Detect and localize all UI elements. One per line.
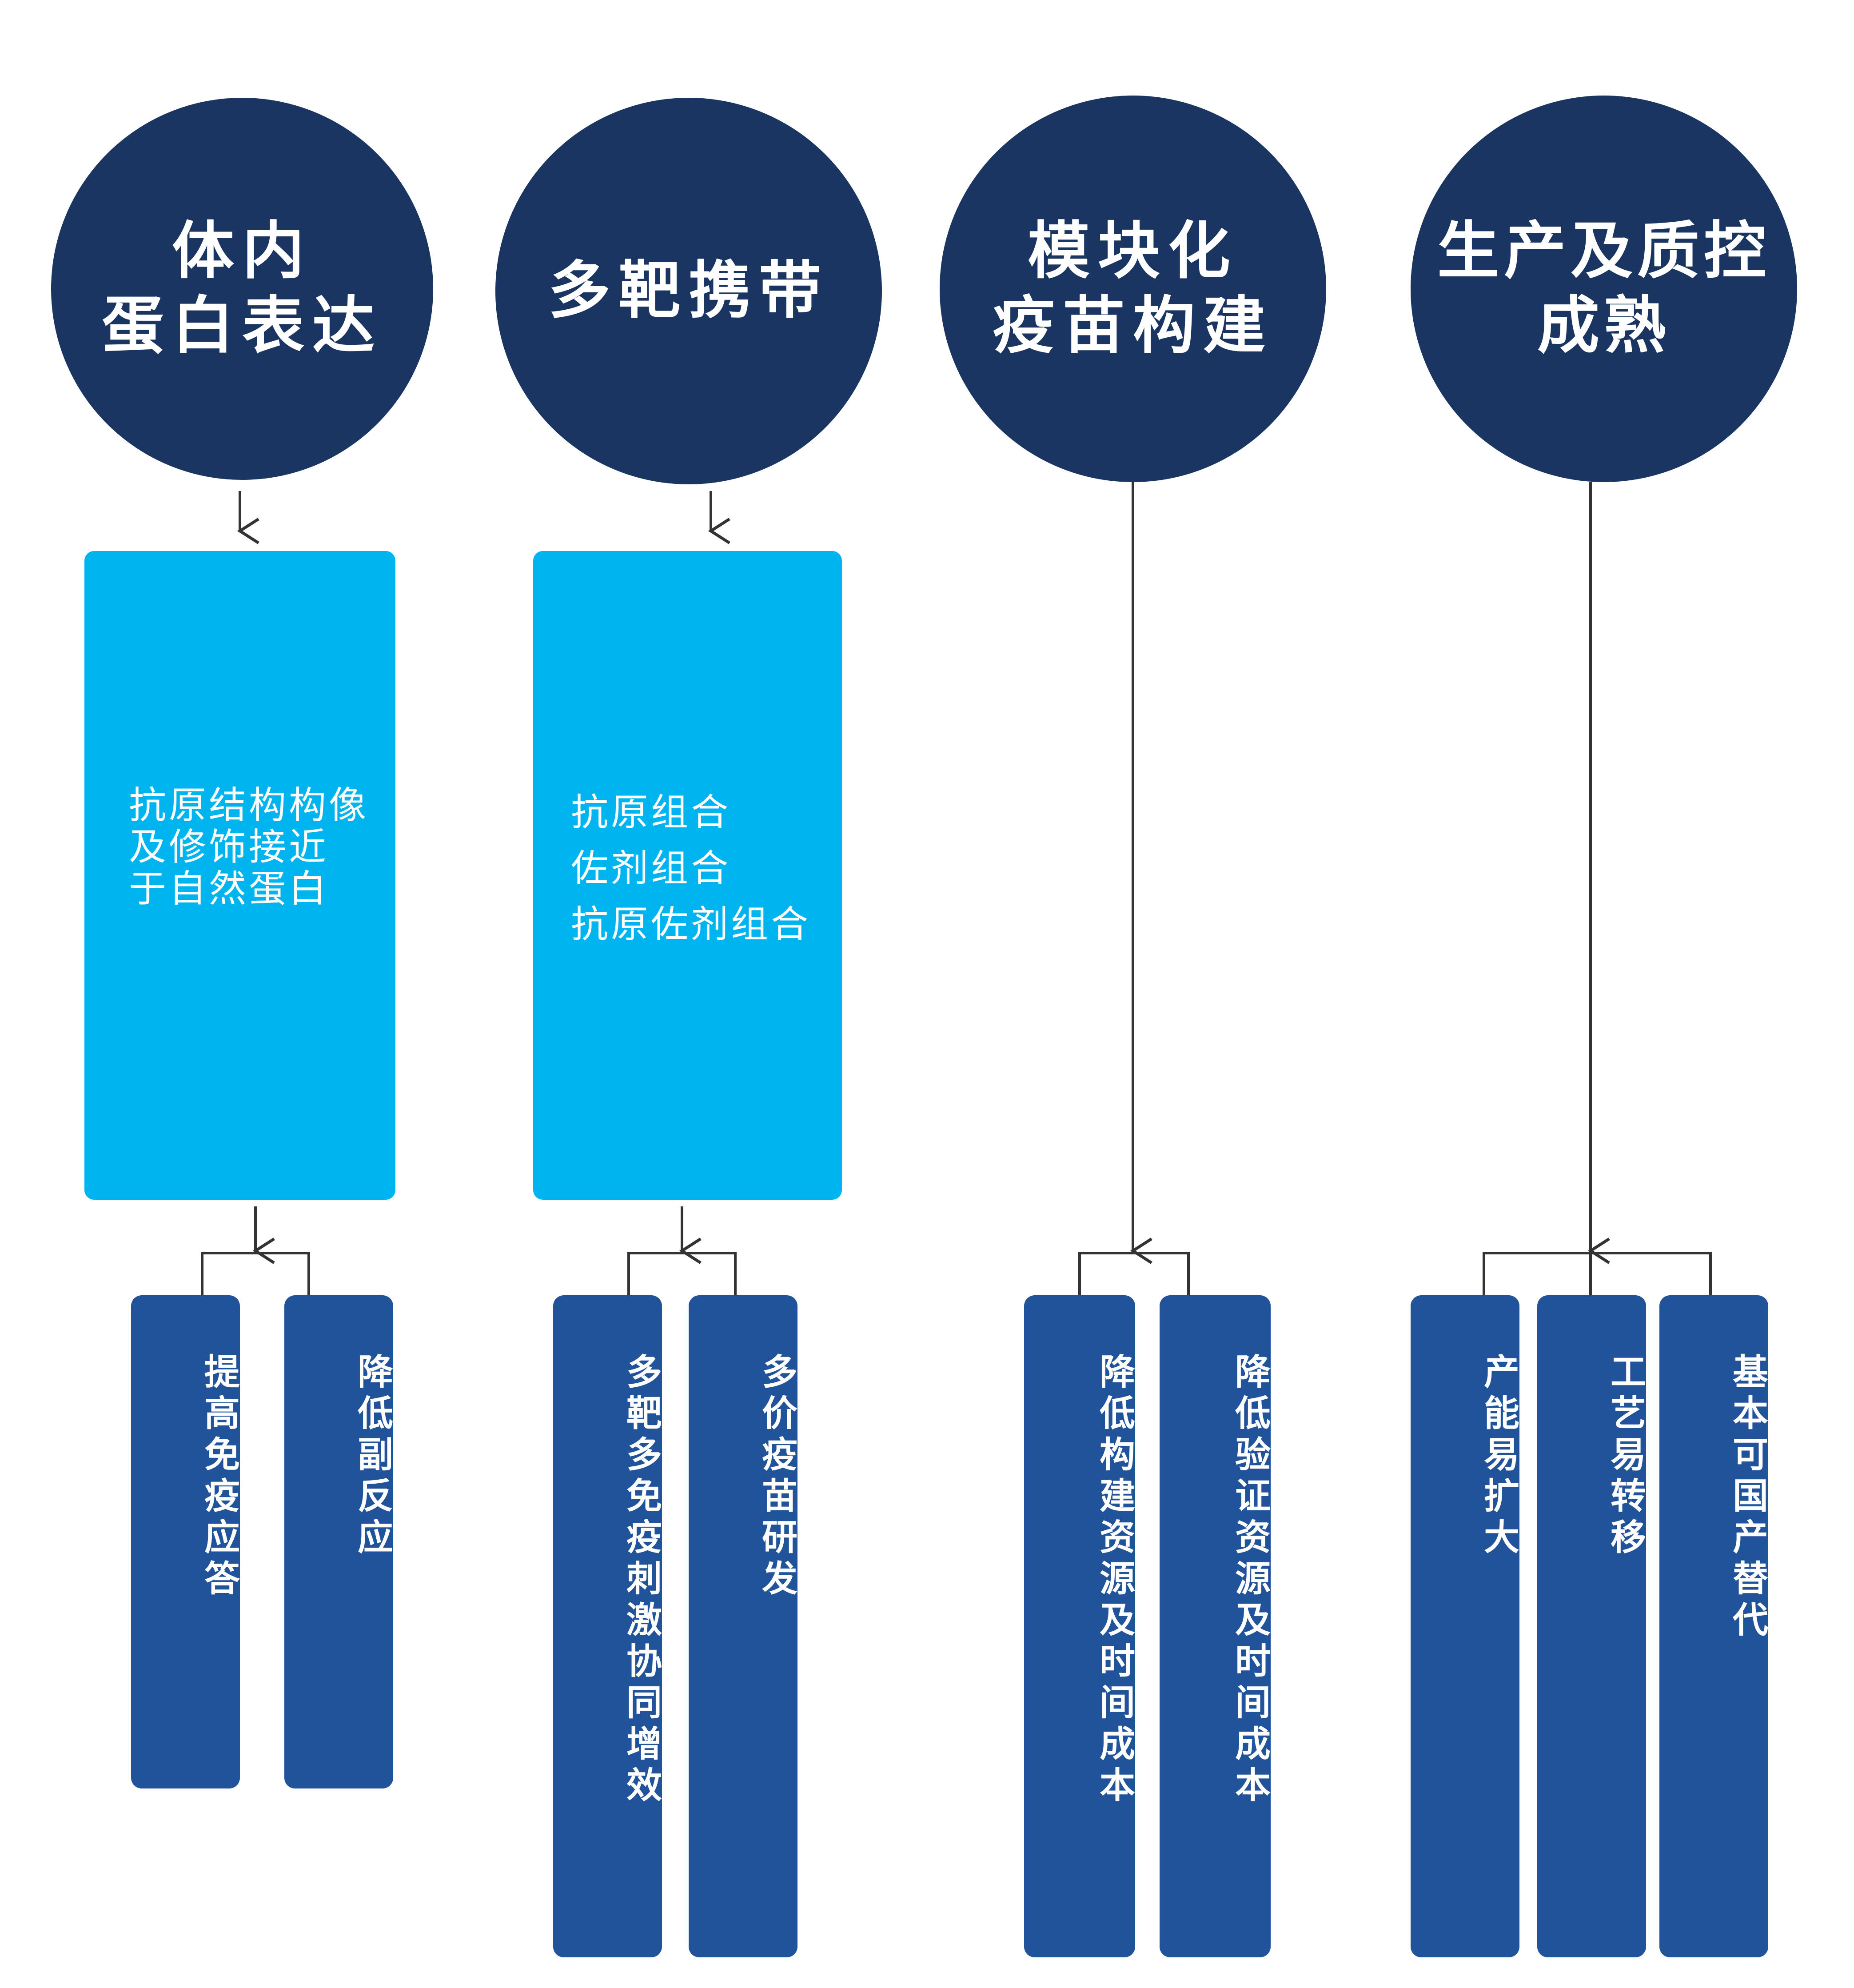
circle-line: 生产及质控 [1437,215,1770,287]
circle-line: 模块化 [1027,215,1238,287]
box-text: 抗原结构构像 及修饰接近 于自然蛋白 [129,784,369,910]
leaf-improve-immune-response: 提高免疫应答 [131,1295,240,1788]
circle-label: 生产及质控 成熟 [1437,214,1770,363]
circle-line: 蛋白表达 [101,290,383,362]
bracket-col1 [201,1252,310,1295]
leaf-label: 多靶多免疫刺激协同增效 [621,1353,662,1808]
box-line: 佐剂组合 [571,846,731,890]
bracket-col4 [1483,1252,1712,1295]
leaf-label: 降低验证资源及时间成本 [1229,1353,1271,1808]
box-text: 抗原组合 佐剂组合 抗原佐剂组合 [571,784,811,952]
leaf-process-transferable: 工艺易转移 [1537,1295,1646,1957]
leaf-label: 降低副反应 [352,1353,393,1560]
circle-production-qc-maturity: 生产及质控 成熟 [1411,96,1797,482]
box-line: 于自然蛋白 [129,867,329,911]
circle-line: 体内 [171,215,312,287]
circle-line: 多靶携带 [548,255,829,327]
leaf-label: 多价疫苗研发 [756,1353,797,1601]
leaf-label: 降低构建资源及时间成本 [1094,1353,1135,1808]
circle-line: 疫苗构建 [992,290,1273,362]
leaf-label: 工艺易转移 [1605,1353,1646,1560]
box-line: 抗原结构构像 [129,783,369,827]
leaf-reduce-validation-cost: 降低验证资源及时间成本 [1160,1295,1271,1957]
circle-modular-construction: 模块化 疫苗构建 [940,96,1326,482]
leaf-domestic-substitution: 基本可国产替代 [1659,1295,1768,1957]
leaf-reduce-side-effects: 降低副反应 [284,1295,393,1788]
leaf-label: 产能易扩大 [1478,1353,1519,1560]
circle-multi-target: 多靶携带 [495,98,882,484]
leaf-label: 基本可国产替代 [1727,1353,1768,1642]
circle-line: 成熟 [1537,290,1671,362]
box-line: 抗原组合 [571,790,731,834]
bracket-col3 [1078,1252,1190,1295]
box-antigen-adjuvant-combination: 抗原组合 佐剂组合 抗原佐剂组合 [533,551,842,1200]
bracket-col2 [627,1252,737,1295]
leaf-multivalent-vaccine: 多价疫苗研发 [689,1295,797,1957]
leaf-multi-target-synergy: 多靶多免疫刺激协同增效 [553,1295,662,1957]
circle-label: 多靶携带 [548,254,829,328]
leaf-reduce-construction-cost: 降低构建资源及时间成本 [1024,1295,1135,1957]
circle-label: 体内 蛋白表达 [102,214,383,363]
leaf-label: 提高免疫应答 [199,1353,240,1601]
circle-in-vivo-expression: 体内 蛋白表达 [51,98,433,480]
box-antigen-structure: 抗原结构构像 及修饰接近 于自然蛋白 [84,551,395,1200]
circle-label: 模块化 疫苗构建 [993,214,1273,363]
box-line: 抗原佐剂组合 [571,902,811,946]
leaf-capacity-scalable: 产能易扩大 [1411,1295,1519,1957]
box-line: 及修饰接近 [129,825,329,869]
